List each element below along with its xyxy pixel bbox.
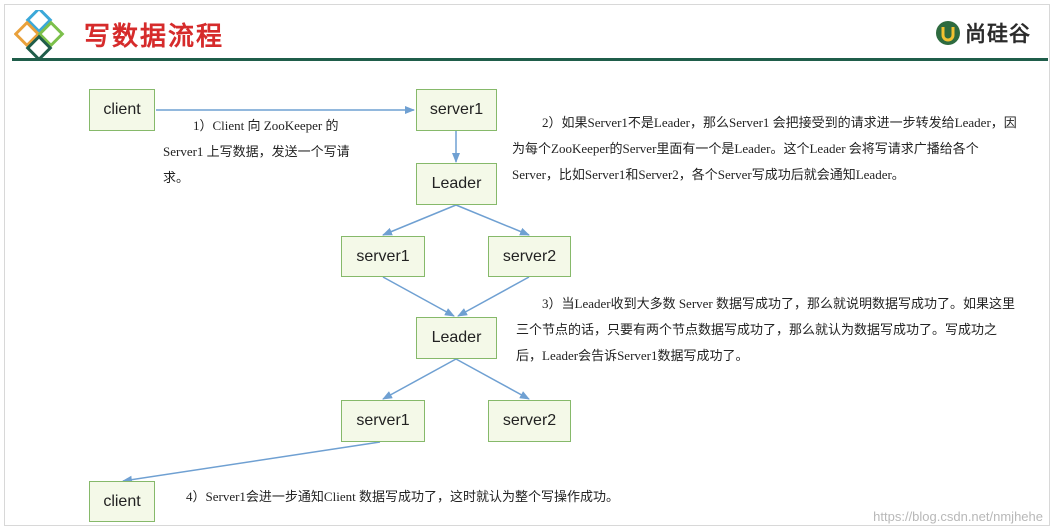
header-divider [12,58,1048,61]
arrow-server1-to-client-bottom [122,441,381,484]
arrow-server1-mid-to-leader [382,276,455,317]
node-server2-bottom: server2 [488,400,571,442]
arrow-leader-to-server2-mid [455,204,530,236]
arrow-server2-mid-to-leader [457,276,530,317]
note-step2: 2）如果Server1不是Leader，那么Server1 会把接受到的请求进一… [512,115,1017,182]
page-title: 写数据流程 [84,22,225,52]
slide-header: 写数据流程 尚硅谷 [0,0,1055,64]
note-step3: 3）当Leader收到大多数 Server 数据写成功了，那么就说明数据写成功了… [516,296,1016,363]
arrow-leader-to-server1-mid [382,204,457,236]
node-server1-top: server1 [416,89,497,131]
node-server1-mid: server1 [341,236,425,277]
brand-logo: 尚硅谷 [935,18,1031,48]
diamond-logo-icon [14,10,65,60]
node-client-bottom: client [89,481,155,522]
note-step4: 4）Server1会进一步通知Client 数据写成功了，这时就认为整个写操作成… [186,489,619,504]
node-server1-bottom: server1 [341,400,425,442]
brand-name: 尚硅谷 [965,22,1031,46]
note-step1: 1）Client 向 ZooKeeper 的 Server1 上写数据，发送一个… [163,118,350,185]
brand-u-icon [936,21,960,45]
node-leader-2: Leader [416,317,497,359]
node-server2-mid: server2 [488,236,571,277]
node-leader-1: Leader [416,163,497,205]
arrow-leader-to-server2-bottom [455,358,530,400]
arrow-leader-to-server1-bottom [382,358,457,400]
watermark: https://blog.csdn.net/nmjhehe [873,509,1043,524]
node-client-top: client [89,89,155,131]
